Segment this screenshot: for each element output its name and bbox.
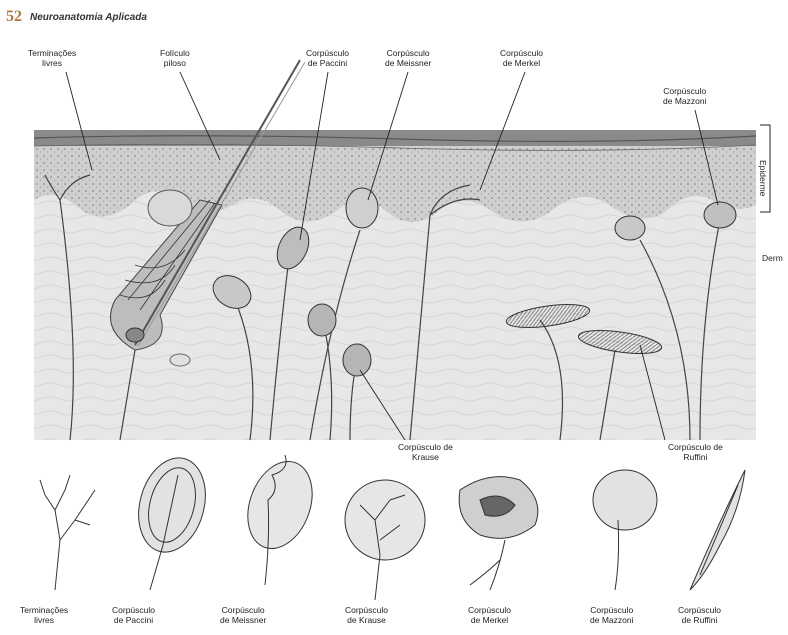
detail-ruffini [690,470,745,590]
detail-paccini [129,450,216,590]
detail-drawings [40,450,745,600]
detail-krause [345,480,425,600]
label-dermis: Derm [762,253,783,263]
gland [148,190,192,226]
label-epidermis: Epiderme [758,160,768,196]
detail-merkel [459,477,538,590]
detail-mazzoni [593,470,657,590]
detail-meissner [236,452,323,585]
detail-free-endings [40,475,95,590]
